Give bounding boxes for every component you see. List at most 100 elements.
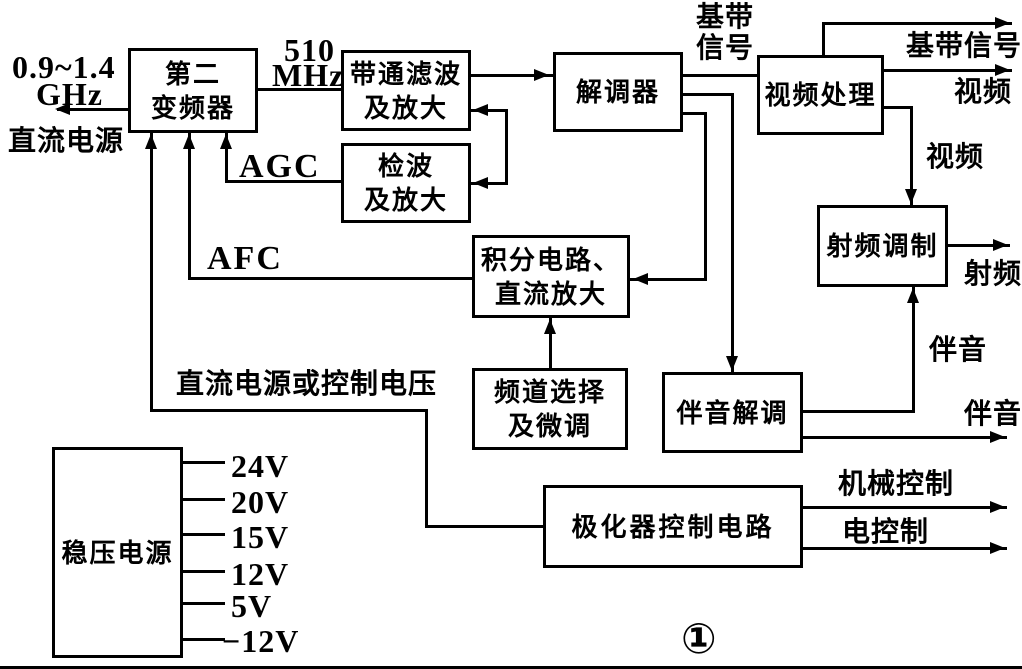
label-video-out: 视频 [954, 76, 1013, 107]
block-integrator-dc-amp: 积分电路、 直流放大 [472, 235, 630, 318]
connector-psu-20v [183, 498, 225, 501]
connector-video-rf-h [884, 106, 913, 109]
arrowhead-left [473, 104, 488, 116]
block-label: 直流放大 [494, 278, 607, 309]
arrowhead-right [995, 17, 1010, 29]
connector-mech-control-out [803, 506, 1007, 509]
block-detector-amp: 检波 及放大 [341, 143, 471, 223]
connector-dc-control-v1 [150, 133, 153, 412]
block-label: 第二 [164, 58, 221, 89]
figure-number: ① [681, 615, 717, 662]
connector-psu-15v [183, 533, 225, 536]
arrowhead-left [633, 273, 648, 285]
connector-video-out [884, 69, 1012, 72]
label-elec-control: 电控制 [842, 516, 930, 547]
connector-demod-audio-v [731, 93, 734, 372]
connector-bracket-bottom [470, 182, 508, 185]
connector-psu-5v [183, 602, 225, 605]
arrowhead-up [544, 319, 556, 334]
block-label: 伴音解调 [676, 397, 789, 428]
block-video-processing: 视频处理 [757, 55, 884, 135]
label-video-inner: 视频 [926, 141, 985, 172]
block-rf-modulator: 射频调制 [817, 205, 948, 287]
block-audio-demodulator: 伴音解调 [662, 372, 803, 453]
label-if-frequency: 510 [284, 32, 335, 68]
arrowhead-up [183, 134, 195, 149]
block-label: 稳压电源 [61, 537, 174, 568]
block-polarizer-control: 极化器控制电路 [543, 485, 803, 568]
label-dc-or-control-voltage: 直流电源或控制电压 [176, 368, 438, 399]
arrowhead-up [907, 288, 919, 303]
arrowhead-right [990, 542, 1005, 554]
label-dc-power: 直流电源 [8, 125, 125, 156]
block-demodulator: 解调器 [553, 52, 683, 132]
connector-audio-rf-v [912, 287, 915, 413]
arrowhead-right [995, 64, 1010, 76]
connector-converter-input [57, 108, 128, 111]
block-label: 极化器控制电路 [571, 511, 775, 542]
block-label: 解调器 [575, 77, 660, 107]
block-regulated-power-supply: 稳压电源 [52, 447, 183, 658]
arrowhead-right [990, 431, 1005, 443]
connector-demod-audio-h [683, 93, 734, 96]
connector-agc-vertical [225, 133, 228, 183]
connector-audio-rf-h [803, 410, 915, 413]
connector-psu-neg12v [183, 638, 225, 641]
arrowhead-left [473, 177, 488, 189]
connector-audio-out [803, 436, 1007, 439]
connector-agc-horizontal [228, 180, 341, 183]
connector-elec-control-out [803, 547, 1007, 550]
arrowhead-left [55, 103, 70, 115]
arrowhead-up [145, 134, 157, 149]
label-psu-15v: 15V [231, 519, 290, 555]
block-label: 视频处理 [764, 80, 877, 110]
connector-psu-12v [183, 570, 225, 573]
arrowhead-down [726, 356, 738, 371]
label-psu-20v: 20V [231, 484, 290, 520]
connector-afc-horizontal [188, 277, 472, 280]
connector-demod-integrator-h1 [683, 112, 707, 115]
connector-baseband-out-v [822, 22, 825, 55]
connector-demod-integrator-v [704, 112, 707, 281]
label-mech-control: 机械控制 [838, 468, 955, 499]
connector-channel-integrator [549, 318, 552, 368]
connector-bandpass-demodulator [470, 74, 553, 77]
connector-psu-24v [183, 461, 225, 464]
connector-afc-vertical [188, 133, 191, 280]
label-psu-24v: 24V [231, 448, 290, 484]
label-input-frequency: 0.9~1.4 [12, 49, 116, 85]
label-psu-12v: 12V [231, 556, 290, 592]
block-label: 检波 [377, 151, 434, 181]
arrowhead-up [220, 134, 232, 149]
connector-demod-video [683, 74, 757, 77]
block-label: 积分电路、 [480, 244, 621, 275]
block-label: 频道选择 [493, 377, 606, 407]
label-input-frequency-unit: GHz [36, 76, 103, 112]
connector-demod-integrator-h2 [630, 278, 707, 281]
block-bandpass-filter-amp: 带通滤波 及放大 [341, 50, 471, 131]
label-agc: AGC [239, 148, 321, 185]
block-label: 射频调制 [826, 231, 939, 261]
arrowhead-right [534, 69, 549, 81]
block-channel-select-tune: 频道选择 及微调 [472, 368, 628, 450]
label-psu-5v: 5V [231, 588, 273, 624]
label-rf-out: 射频 [964, 258, 1022, 289]
label-baseband-signal-line2: 信号 [696, 32, 755, 63]
connector-bracket-top [470, 109, 508, 112]
label-psu-neg12v: −12V [222, 623, 300, 659]
label-baseband-signal-line1: 基带 [696, 1, 755, 32]
block-label: 及放大 [363, 185, 448, 215]
block-second-converter: 第二 变频器 [128, 48, 258, 133]
block-label: 变频器 [150, 92, 235, 123]
label-afc: AFC [207, 240, 283, 277]
connector-dc-control-v2 [425, 409, 428, 528]
block-label: 及微调 [507, 411, 592, 441]
arrowhead-right [990, 501, 1005, 513]
label-audio-inner: 伴音 [929, 334, 988, 365]
connector-video-rf-v [910, 106, 913, 205]
label-if-frequency-unit: MHz [272, 57, 345, 93]
arrowhead-right [993, 239, 1008, 251]
block-label: 带通滤波 [349, 58, 462, 89]
connector-converter-bandpass [258, 88, 341, 91]
